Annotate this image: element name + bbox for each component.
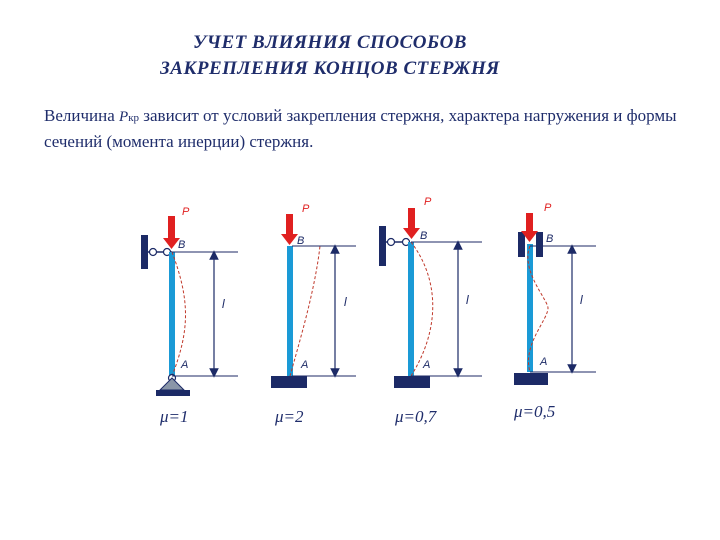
force-arrow-head [521, 231, 538, 242]
fixed-base [271, 376, 307, 388]
critical-force-subscript: кр [128, 112, 140, 124]
diagram-4: P B A l [514, 202, 596, 385]
point-a-label: A [539, 356, 547, 368]
critical-force-symbol: P [119, 109, 129, 125]
force-label: P [302, 203, 310, 215]
force-arrow-head [403, 228, 420, 239]
slide-title-line-2: ЗАКРЕПЛЕНИЯ КОНЦОВ СТЕРЖНЯ [160, 58, 500, 79]
force-arrow-shaft [168, 216, 175, 240]
fixed-base [394, 376, 430, 388]
fixed-base [514, 373, 548, 385]
mu-label-2: μ=2 [275, 407, 304, 426]
top-wall-support [141, 235, 148, 269]
buckled-shape [527, 245, 549, 373]
force-label: P [544, 202, 552, 214]
rod [408, 242, 414, 376]
buckled-shape [171, 251, 186, 377]
buckled-shape [410, 241, 434, 377]
point-b-label: B [420, 230, 427, 242]
rod [169, 252, 175, 376]
slide-title-line-1: УЧЕТ ВЛИЯНИЯ СПОСОБОВ [193, 32, 467, 53]
mu-label-1: μ=1 [160, 407, 189, 426]
point-b-label: B [546, 233, 553, 245]
rod [287, 246, 293, 376]
top-clamp-right [536, 232, 543, 257]
length-label: l [344, 295, 347, 309]
hinge-icon [148, 247, 158, 257]
para-prefix: Величина [44, 106, 120, 125]
mu-label-4: μ=0,5 [514, 402, 556, 421]
force-arrow-head [281, 234, 298, 245]
point-a-label: A [180, 359, 188, 371]
length-label: l [580, 293, 583, 307]
diagram-3: P B A l [379, 196, 482, 388]
force-label: P [424, 196, 432, 208]
force-label: P [182, 206, 190, 218]
point-a-label: A [300, 359, 308, 371]
force-arrow-head [163, 238, 180, 249]
point-b-label: B [297, 235, 304, 247]
point-a-label: A [422, 359, 430, 371]
force-arrow-shaft [526, 213, 533, 233]
para-text: зависит от условий закрепления стержня, … [44, 106, 677, 151]
ground-base [156, 390, 190, 396]
rod [527, 244, 533, 372]
force-arrow-shaft [408, 208, 415, 230]
hinge-icon [386, 237, 396, 247]
description-paragraph: Величина Pкр зависит от условий закрепле… [44, 104, 684, 154]
top-clamp-left [518, 232, 525, 257]
buckled-shape [289, 245, 321, 377]
point-b-label: B [178, 239, 185, 251]
length-label: l [222, 297, 225, 311]
diagram-2: P B A l [271, 203, 356, 388]
pin-support-triangle [158, 377, 186, 391]
mu-label-3: μ=0,7 [395, 407, 437, 426]
diagram-1: P B A l [141, 206, 238, 396]
force-arrow-shaft [286, 214, 293, 236]
top-wall-support [379, 226, 386, 266]
length-label: l [466, 293, 469, 307]
